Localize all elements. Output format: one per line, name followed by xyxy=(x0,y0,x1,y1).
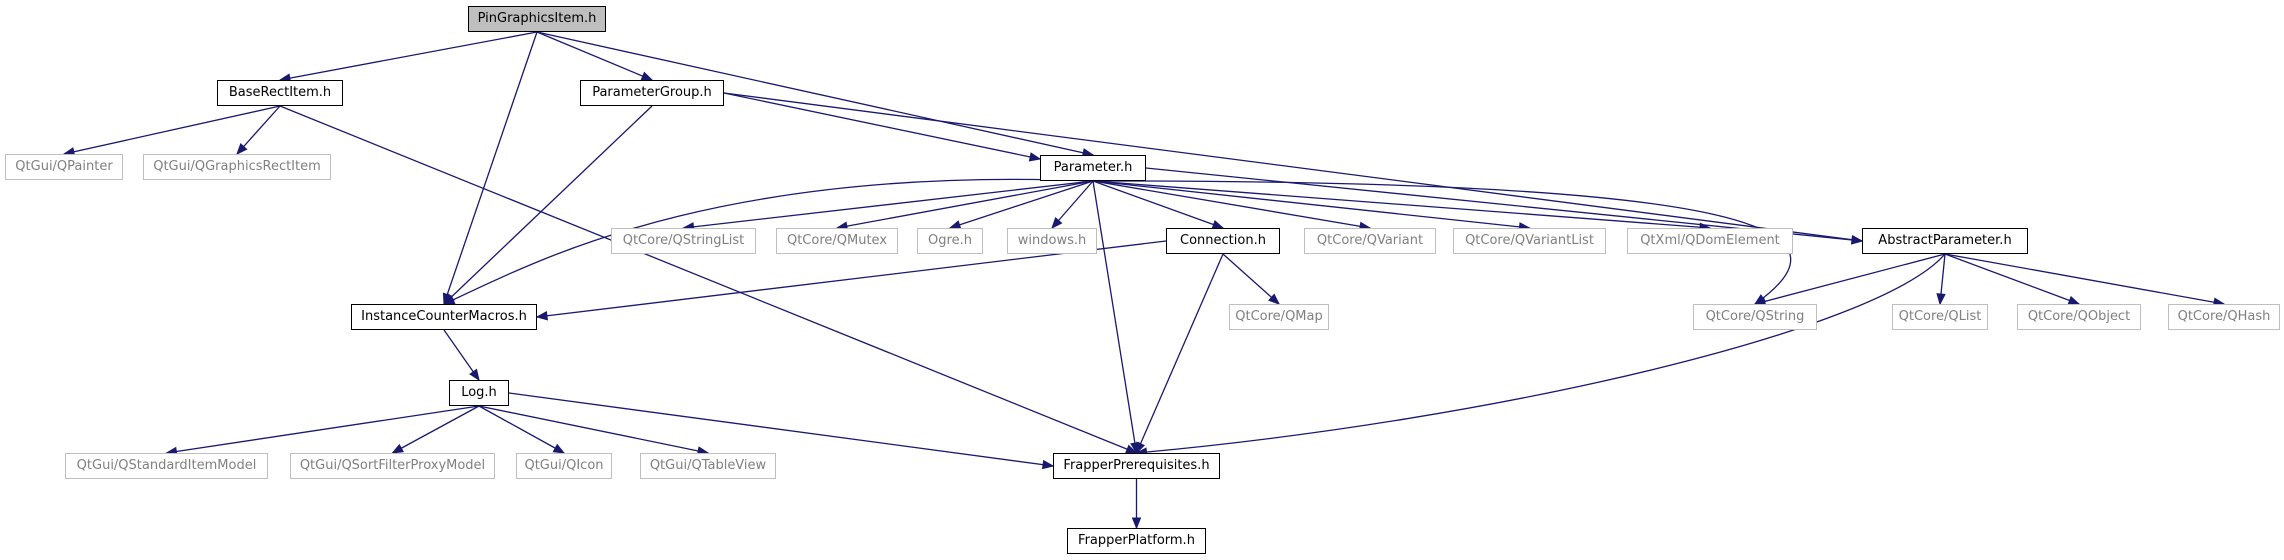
node-qtgui-qgraphicsrectitem: QtGui/QGraphicsRectItem xyxy=(143,154,331,180)
edge-connection-to-qmap xyxy=(1222,253,1280,305)
edge-pingraphicsitem-to-instancecountermacros xyxy=(443,31,538,305)
edge-parameter-to-qstring xyxy=(1092,180,1792,305)
node-qtcore-qstringlist: QtCore/QStringList xyxy=(611,228,756,254)
edge-abstractparameter-to-frapperprerequisites xyxy=(1136,253,1946,454)
edge-parameter-to-instancecountermacros xyxy=(443,178,1094,305)
node-qtcore-qvariant: QtCore/QVariant xyxy=(1304,228,1436,254)
edge-parameter-to-qstringlist xyxy=(683,180,1094,229)
node-qtcore-qhash: QtCore/QHash xyxy=(2168,304,2280,330)
arrowhead-abstractparameter-to-qlist xyxy=(1936,293,1946,306)
edge-log-to-qicon xyxy=(478,405,565,454)
edge-parameter-to-qvariantlist xyxy=(1092,180,1530,229)
arrowhead-parameter-to-instancecountermacros xyxy=(442,295,456,305)
node-frapperplatform-h[interactable]: FrapperPlatform.h xyxy=(1067,528,1206,554)
edge-parameter-to-ogre xyxy=(949,180,1094,229)
edge-parameter-to-qdomelement xyxy=(1092,180,1711,229)
edge-parameter-to-connection xyxy=(1092,180,1224,229)
arrowhead-instancecountermacros-to-log xyxy=(469,368,480,382)
node-parameter-h[interactable]: Parameter.h xyxy=(1040,155,1146,181)
node-windows-h: windows.h xyxy=(1007,228,1097,254)
node-qtcore-qvariantlist: QtCore/QVariantList xyxy=(1453,228,1606,254)
arrowhead-parametergroup-to-parameter xyxy=(1028,152,1042,162)
edge-abstractparameter-to-qobject xyxy=(1944,253,2080,305)
arrowhead-connection-to-instancecountermacros xyxy=(535,311,548,321)
edge-log-to-qtableview xyxy=(478,405,709,454)
arrowhead-connection-to-qmap xyxy=(1268,293,1281,305)
arrowhead-baserectitem-to-frapperprerequisites xyxy=(1124,444,1138,454)
edge-baserectitem-to-frapperprerequisites xyxy=(279,105,1137,454)
node-qtcore-qlist: QtCore/QList xyxy=(1892,304,1988,330)
node-qtcore-qobject: QtCore/QObject xyxy=(2017,304,2141,330)
arrowhead-connection-to-frapperprerequisites xyxy=(1135,441,1146,455)
arrowhead-log-to-qicon xyxy=(552,443,566,454)
edge-abstractparameter-to-qstring xyxy=(1754,253,1946,305)
arrowhead-parameter-to-abstractparameter xyxy=(1851,235,1864,245)
node-qtgui-qicon: QtGui/QIcon xyxy=(516,453,612,479)
node-log-h[interactable]: Log.h xyxy=(449,380,509,406)
arrowhead-log-to-frapperprerequisites xyxy=(1041,459,1055,470)
edge-log-to-frapperprerequisites xyxy=(508,392,1054,467)
node-parametergroup-h[interactable]: ParameterGroup.h xyxy=(580,80,724,106)
node-instancecountermacros-h[interactable]: InstanceCounterMacros.h xyxy=(351,304,537,330)
node-ogre-h: Ogre.h xyxy=(917,228,983,254)
node-qtcore-qmap: QtCore/QMap xyxy=(1229,304,1329,330)
edge-parameter-to-frapperprerequisites xyxy=(1092,180,1138,454)
node-qtgui-qstandarditemmodel: QtGui/QStandardItemModel xyxy=(65,453,268,479)
node-baserectitem-h[interactable]: BaseRectItem.h xyxy=(217,80,343,106)
arrowhead-frapperprerequisites-to-frapperplatform xyxy=(1131,517,1142,530)
arrowhead-baserectitem-to-qgraphicsrectitem xyxy=(236,143,248,156)
node-qtxml-qdomelement: QtXml/QDomElement xyxy=(1627,228,1793,254)
edge-baserectitem-to-qpainter xyxy=(63,105,281,155)
node-qtcore-qstring: QtCore/QString xyxy=(1693,304,1817,330)
arrowhead-parameter-to-windows xyxy=(1051,216,1063,230)
node-qtgui-qpainter: QtGui/QPainter xyxy=(5,154,123,180)
edge-parameter-to-qvariant xyxy=(1092,180,1371,229)
edge-pingraphicsitem-to-baserectitem xyxy=(279,31,538,81)
edge-parametergroup-to-parameter xyxy=(723,92,1041,160)
edge-pingraphicsitem-to-parametergroup xyxy=(536,31,653,81)
edge-log-to-qsortfilterproxymodel xyxy=(392,405,480,454)
edge-parametergroup-to-abstractparameter xyxy=(723,92,1863,242)
node-connection-h[interactable]: Connection.h xyxy=(1166,228,1280,254)
node-qtgui-qsortfilterproxymodel: QtGui/QSortFilterProxyModel xyxy=(290,453,495,479)
node-qtcore-qmutex: QtCore/QMutex xyxy=(776,228,898,254)
edge-parametergroup-to-instancecountermacros xyxy=(443,105,653,305)
edge-parameter-to-qmutex xyxy=(836,180,1094,229)
arrowhead-log-to-qsortfilterproxymodel xyxy=(391,443,404,454)
edge-abstractparameter-to-qhash xyxy=(1944,253,2225,305)
edge-pingraphicsitem-to-parameter xyxy=(536,31,1094,156)
arrowhead-pingraphicsitem-to-parametergroup xyxy=(640,71,654,81)
node-frapperprerequisites-h[interactable]: FrapperPrerequisites.h xyxy=(1053,453,1220,479)
node-qtgui-qtableview: QtGui/QTableView xyxy=(640,453,776,479)
edge-connection-to-frapperprerequisites xyxy=(1135,253,1224,454)
node-abstractparameter-h[interactable]: AbstractParameter.h xyxy=(1862,228,2028,254)
edge-baserectitem-to-qgraphicsrectitem xyxy=(236,105,281,155)
node-pingraphicsitem-h[interactable]: PinGraphicsItem.h xyxy=(468,6,606,32)
edge-log-to-qstandarditemmodel xyxy=(166,405,480,454)
